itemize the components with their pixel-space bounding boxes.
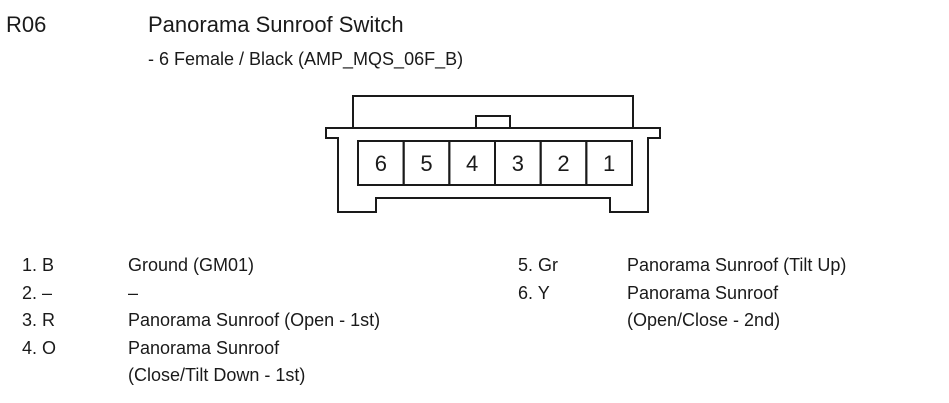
pin-label: 3. R [22,310,56,330]
pin-description: Panorama Sunroof [128,337,280,358]
pin-number: 4 [466,151,478,176]
connector-title: Panorama Sunroof Switch [148,12,404,37]
connector-diagram: 6 5 4 3 2 1 [325,95,661,213]
pin-description: Panorama Sunroof (Tilt Up) [627,255,847,275]
pin-description: (Close/Tilt Down - 1st) [128,365,306,385]
pin-description: Panorama Sunroof [627,282,779,303]
connector-top-outline [352,95,634,128]
connector-subtitle: - 6 Female / Black (AMP_MQS_06F_B) [148,49,464,69]
pin-number: 5 [420,151,432,176]
pin-label: 5. Gr [518,255,559,275]
pin-description: Panorama Sunroof (Open - 1st) [128,310,381,330]
connector-latch [475,115,511,128]
pin-number: 3 [512,151,524,176]
pin-label: 1. B [22,255,55,275]
pin-number: 2 [557,151,569,176]
pin-label: 6. Y [518,282,550,303]
connector-code: R06 [6,12,47,37]
pin-cell [585,140,634,186]
pin-number: 6 [375,151,387,176]
pin-description: – [128,282,139,303]
connector-body-outline [325,127,661,213]
pin-description: Ground (GM01) [128,255,255,275]
pin-label: 4. O [22,337,57,358]
pin-description: (Open/Close - 2nd) [627,310,781,330]
pin-label: 2. – [22,282,53,303]
pin-number: 1 [603,151,615,176]
